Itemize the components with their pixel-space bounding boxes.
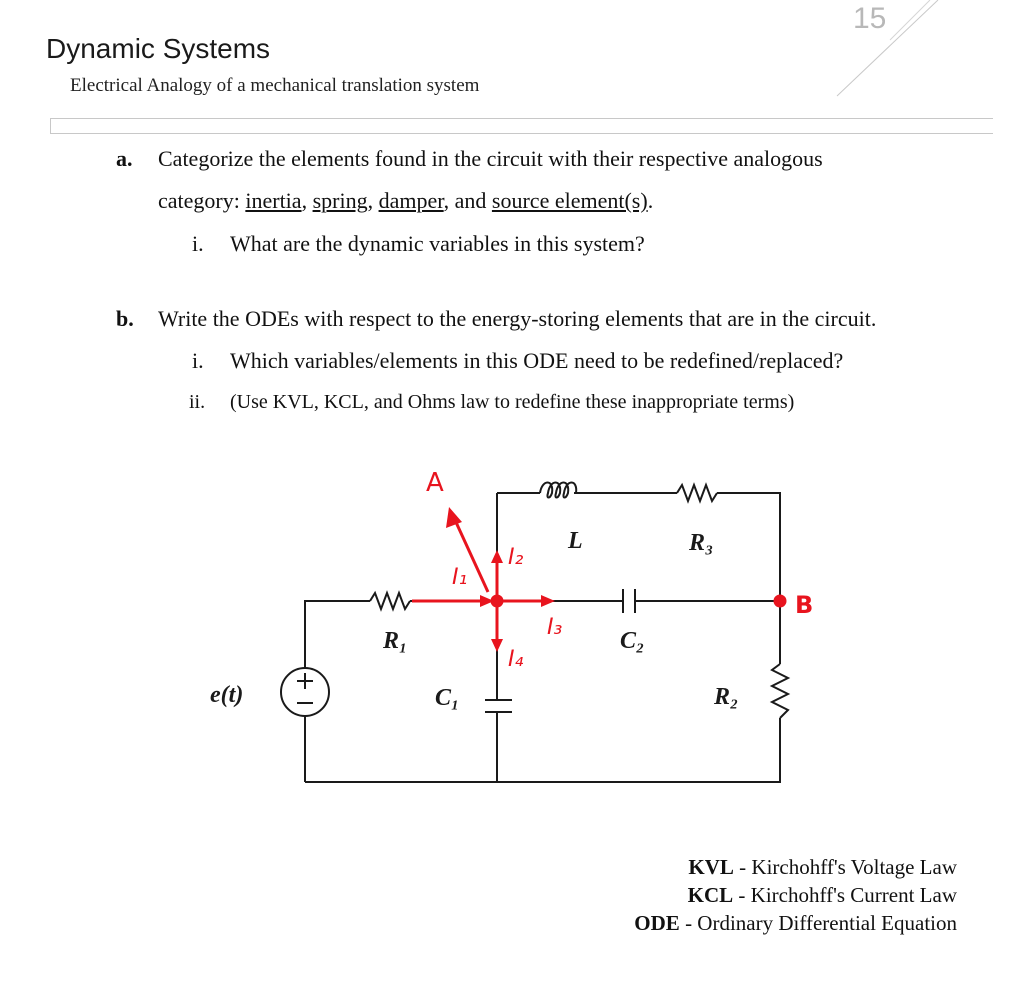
question-b-line1: b.Write the ODEs with respect to the ene…	[116, 306, 877, 331]
c1-label: C₁	[435, 685, 459, 711]
i2-arrow-head	[491, 550, 503, 563]
legend-kvl: KVL - Kirchohff's Voltage Law	[688, 855, 957, 879]
current-i1-label: I₁	[452, 565, 467, 590]
source-label: e(t)	[210, 682, 243, 708]
page-title: Dynamic Systems	[46, 33, 271, 64]
wire-left-top	[304, 600, 370, 668]
r1-label: R₁	[382, 628, 407, 654]
wire-r3-right	[717, 492, 781, 601]
red-annotations	[412, 507, 787, 652]
term-spring: spring	[312, 188, 368, 213]
r2-label: R₂	[713, 684, 738, 710]
page-number: 15	[853, 2, 887, 35]
r3-label: R₃	[688, 530, 713, 556]
i4-arrow-head	[491, 639, 503, 652]
question-a-marker: a.	[116, 146, 133, 171]
inductor-l	[539, 481, 578, 499]
term-source: source element(s)	[491, 188, 648, 213]
arrow-to-a	[453, 519, 490, 593]
term-damper: damper	[378, 188, 444, 213]
c2-label: C₂	[620, 628, 644, 654]
legend-kcl: KCL - Kirchohff's Current Law	[687, 883, 957, 907]
question-a-sub-i: i.What are the dynamic variables in this…	[192, 231, 645, 256]
legend-ode: ODE - Ordinary Differential Equation	[634, 911, 957, 935]
i1-arrow-head	[480, 595, 494, 607]
question-b-marker: b.	[116, 306, 134, 331]
section-divider	[50, 118, 993, 134]
question-a-line1: a.Categorize the elements found in the c…	[116, 146, 823, 171]
node-b-label: B	[795, 591, 813, 619]
current-i4-label: I₄	[508, 647, 523, 672]
question-b-sub-i: i.Which variables/elements in this ODE n…	[192, 348, 844, 373]
node-b-dot	[773, 594, 787, 608]
node-a-label: A	[426, 468, 444, 498]
page-subtitle: Electrical Analogy of a mechanical trans…	[70, 75, 480, 96]
wire-bottom	[305, 718, 781, 783]
r3-resistor	[676, 482, 718, 504]
term-inertia: inertia	[245, 188, 302, 213]
corner-decoration	[836, 0, 939, 97]
question-a-line2: category: inertia, spring, damper, and s…	[158, 188, 654, 213]
arrow-to-a-head	[446, 507, 462, 528]
r2-resistor	[769, 663, 791, 719]
i3-arrow-head	[541, 595, 555, 607]
current-i2-label: I₂	[508, 545, 523, 570]
current-i3-label: I₃	[547, 615, 562, 640]
r1-resistor	[369, 590, 411, 612]
question-b-sub-ii: ii.(Use KVL, KCL, and Ohms law to redefi…	[189, 391, 795, 413]
l-label: L	[567, 528, 583, 554]
voltage-source-icon	[280, 667, 330, 717]
